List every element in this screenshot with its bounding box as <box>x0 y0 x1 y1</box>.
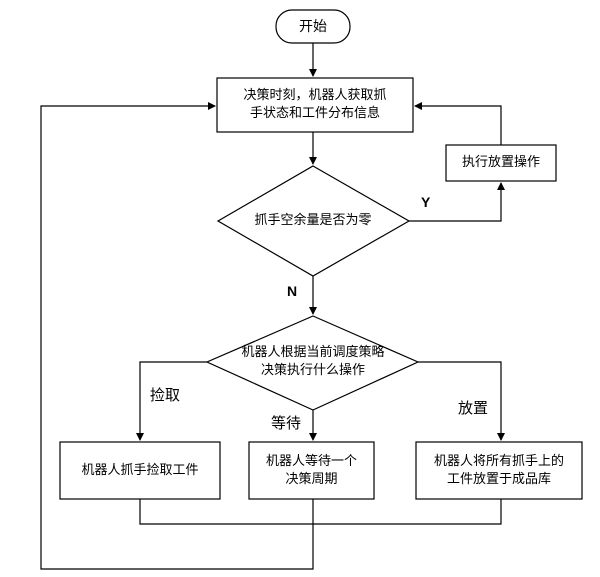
arrow-yes-to-place <box>409 182 505 222</box>
arrow-strategy-to-place-all <box>418 361 505 441</box>
pick-action-label: 机器人抓手捡取工件 <box>81 462 199 478</box>
label-wait: 等待 <box>271 414 302 432</box>
label-yes: Y <box>421 194 431 210</box>
wait-action-box <box>248 441 375 500</box>
decision-strategy-label: 机器人根据当前调度策略 决策执行什么操作 <box>241 345 385 378</box>
observe-box <box>216 77 414 133</box>
label-place: 放置 <box>458 399 489 417</box>
observe-label: 决策时刻，机器人获取抓 手状态和工件分布信息 <box>243 88 387 121</box>
arrow-place-to-observe <box>414 102 502 145</box>
place-all-action-label: 机器人将所有抓手上的 工件放置于成品库 <box>433 453 564 487</box>
start-label: 开始 <box>299 18 327 35</box>
place-action-box <box>445 144 557 182</box>
arrow-loop-back <box>40 102 314 570</box>
place-action-label: 执行放置操作 <box>461 155 540 170</box>
pick-action-box <box>59 441 221 500</box>
merge-line <box>139 499 502 525</box>
label-no: N <box>287 283 298 299</box>
arrow-strategy-to-pick <box>136 361 207 441</box>
wait-action-label: 机器人等待一个 决策周期 <box>265 453 357 487</box>
decision-empty-label: 抓手空余量是否为零 <box>254 213 372 228</box>
place-all-action-box <box>415 441 583 500</box>
label-pick: 捡取 <box>150 386 181 404</box>
